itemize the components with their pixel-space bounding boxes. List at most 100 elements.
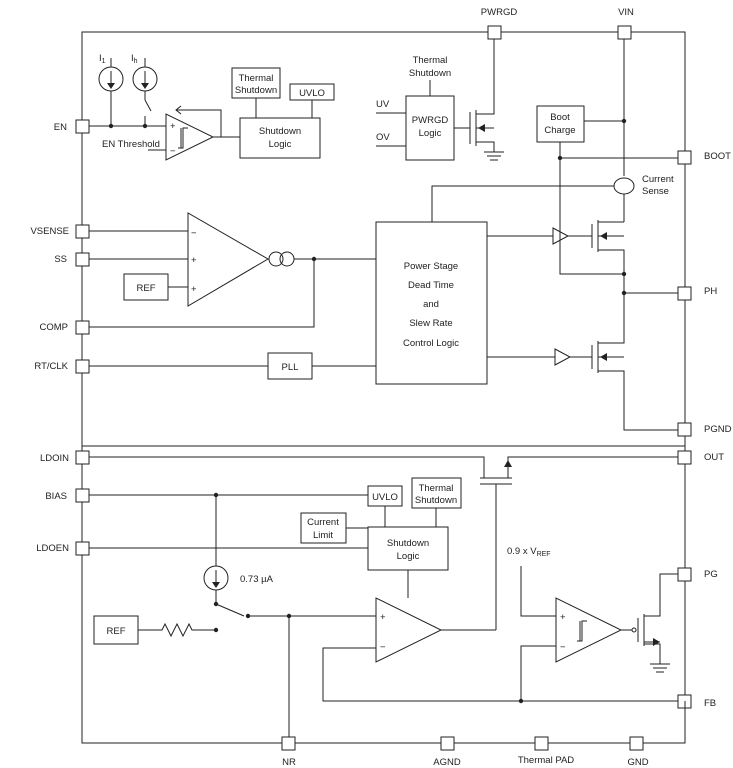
svg-text:Logic: Logic [397, 551, 420, 562]
svg-text:Shutdown: Shutdown [409, 68, 451, 79]
svg-text:Thermal: Thermal [239, 73, 274, 84]
pin-pwrgd: PWRGD [481, 7, 518, 40]
nr-current-label: 0.73 µA [240, 574, 274, 585]
svg-text:PG: PG [704, 569, 718, 580]
pin-pg: PG [677, 567, 718, 582]
svg-text:LDOIN: LDOIN [40, 453, 69, 464]
svg-text:RT/CLK: RT/CLK [34, 361, 68, 372]
svg-text:+: + [170, 121, 176, 132]
svg-text:VSENSE: VSENSE [30, 226, 69, 237]
svg-text:LDOEN: LDOEN [36, 543, 69, 554]
pwrgd-nmos-transistor [469, 39, 504, 161]
svg-text:Logic: Logic [419, 128, 442, 139]
chip-outline [81, 31, 686, 744]
en-threshold-label: EN Threshold [102, 139, 160, 150]
ldo-pass-pmos-transistor [480, 460, 512, 630]
low-side-driver [554, 348, 572, 366]
ldo-error-amplifier: + − [375, 597, 443, 663]
svg-text:FB: FB [704, 698, 716, 709]
svg-text:GND: GND [627, 757, 648, 768]
thermal-shutdown-top: Thermal Shutdown [231, 67, 281, 99]
ov-label: OV [376, 132, 390, 143]
pg-nmos-transistor [637, 573, 678, 673]
svg-text:Shutdown: Shutdown [235, 85, 277, 96]
current-source-i1: I1 [98, 53, 124, 126]
power-stage-control-logic: Power Stage Dead Time and Slew Rate Cont… [375, 221, 488, 385]
pin-vin: VIN [617, 7, 634, 40]
svg-text:BIAS: BIAS [45, 491, 67, 502]
pin-ss: SS [54, 252, 90, 267]
svg-text:−: − [191, 228, 197, 239]
en-node-dot-2 [142, 123, 148, 129]
svg-text:OUT: OUT [704, 452, 724, 463]
svg-text:PH: PH [704, 286, 717, 297]
svg-text:−: − [380, 642, 386, 653]
svg-text:Shutdown: Shutdown [415, 495, 457, 506]
svg-text:PWRGD: PWRGD [481, 7, 518, 18]
pin-bias: BIAS [45, 488, 90, 503]
pin-boot: BOOT [677, 150, 731, 165]
high-side-nmos-transistor [591, 220, 625, 300]
svg-text:EN: EN [54, 122, 67, 133]
pin-comp: COMP [40, 320, 90, 335]
svg-text:Logic: Logic [269, 139, 292, 150]
en-node-dot [108, 123, 114, 129]
svg-text:+: + [191, 255, 197, 266]
svg-text:−: − [170, 146, 176, 157]
svg-text:Power Stage: Power Stage [404, 261, 458, 272]
ldoin-wire [89, 456, 485, 478]
svg-text:I1: I1 [99, 53, 106, 65]
uv-label: UV [376, 99, 390, 110]
svg-text:Current: Current [307, 517, 339, 528]
low-side-nmos-transistor [591, 300, 678, 431]
pin-vsense: VSENSE [30, 224, 90, 239]
pin-ldoen: LDOEN [36, 541, 90, 556]
pll-block: PLL [267, 352, 313, 380]
svg-text:Thermal: Thermal [413, 55, 448, 66]
thermal-shutdown-bottom: Thermal Shutdown [411, 477, 462, 509]
svg-text:+: + [560, 612, 566, 623]
pin-pgnd: PGND [677, 422, 732, 437]
svg-text:Current: Current [642, 174, 674, 185]
svg-text:UVLO: UVLO [299, 88, 325, 99]
svg-text:BOOT: BOOT [704, 151, 731, 162]
shutdown-logic-top: Shutdown Logic [239, 117, 321, 159]
nr-switch [215, 603, 245, 617]
hysteresis-feedback [176, 109, 222, 137]
ref-block-bottom: REF [93, 615, 139, 645]
resistor [138, 622, 216, 638]
svg-text:PWRGD: PWRGD [412, 115, 449, 126]
pin-thermal-pad: Thermal PAD [518, 736, 574, 766]
transconductance-symbol [268, 251, 295, 267]
svg-text:Thermal PAD: Thermal PAD [518, 755, 574, 766]
svg-text:Dead Time: Dead Time [408, 280, 454, 291]
error-amplifier: − + + [187, 212, 269, 307]
shutdown-logic-bottom: Shutdown Logic [367, 526, 449, 571]
svg-text:Limit: Limit [313, 530, 333, 541]
thermal-shutdown-pwrgd: Thermal Shutdown [409, 55, 451, 79]
uvlo-bottom: UVLO [367, 485, 403, 507]
svg-text:AGND: AGND [433, 757, 461, 768]
current-limit: Current Limit [300, 512, 347, 544]
pin-gnd: GND [627, 736, 649, 768]
pin-agnd: AGND [433, 736, 461, 768]
pin-ldoin: LDOIN [40, 450, 90, 465]
svg-text:Ih: Ih [131, 53, 138, 65]
current-source-ih: Ih [131, 53, 158, 126]
ref-block-top: REF [123, 273, 169, 301]
svg-text:−: − [560, 642, 566, 653]
current-sense: Current Sense [613, 174, 674, 197]
svg-text:Boot: Boot [550, 112, 570, 123]
pin-out: OUT [677, 450, 724, 465]
pin-rtclk: RT/CLK [34, 359, 90, 374]
svg-text:+: + [380, 612, 386, 623]
vref-label: 0.9 x VREF [507, 546, 551, 558]
svg-text:UVLO: UVLO [372, 492, 398, 503]
svg-text:Charge: Charge [544, 125, 575, 136]
svg-text:SS: SS [54, 254, 67, 265]
pg-comparator: + − [555, 597, 623, 663]
svg-text:REF: REF [107, 626, 126, 637]
pin-fb: FB [677, 694, 716, 709]
svg-text:Shutdown: Shutdown [259, 126, 301, 137]
